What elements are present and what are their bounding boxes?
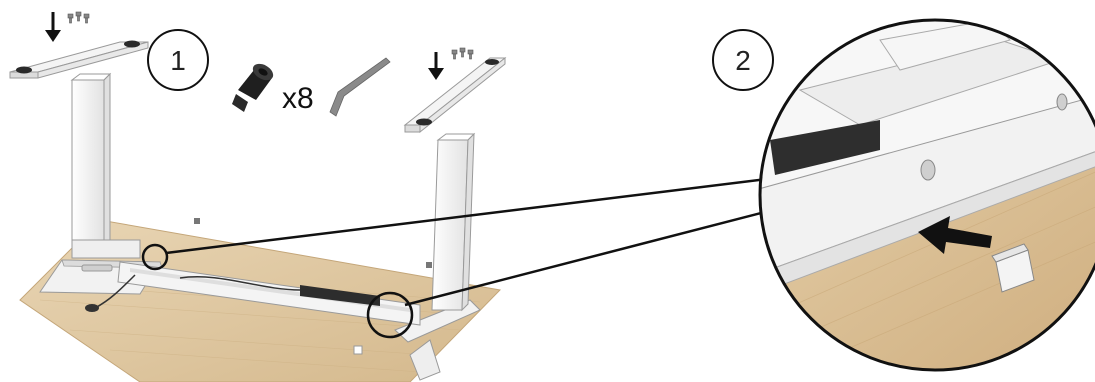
spacer-mark xyxy=(194,218,200,224)
knob-quantity: x8 xyxy=(282,82,314,115)
hex-key-icon xyxy=(330,58,390,116)
step-1-illustration: 1 x8 xyxy=(10,12,505,382)
screw-icon xyxy=(68,12,89,23)
right-leg-column xyxy=(432,134,474,310)
threaded-knob-icon xyxy=(232,60,276,112)
arrow-down-icon xyxy=(45,12,61,42)
spacer-mark xyxy=(354,346,362,354)
right-foot-bracket xyxy=(405,58,505,132)
step-2-zoom: 2 xyxy=(713,5,1095,380)
step-2-number: 2 xyxy=(735,45,751,76)
arrow-down-icon xyxy=(428,52,444,80)
spacer-mark xyxy=(426,262,432,268)
left-foot-bracket xyxy=(10,41,148,79)
step-1-number: 1 xyxy=(170,45,186,76)
screw-icon xyxy=(452,48,473,59)
